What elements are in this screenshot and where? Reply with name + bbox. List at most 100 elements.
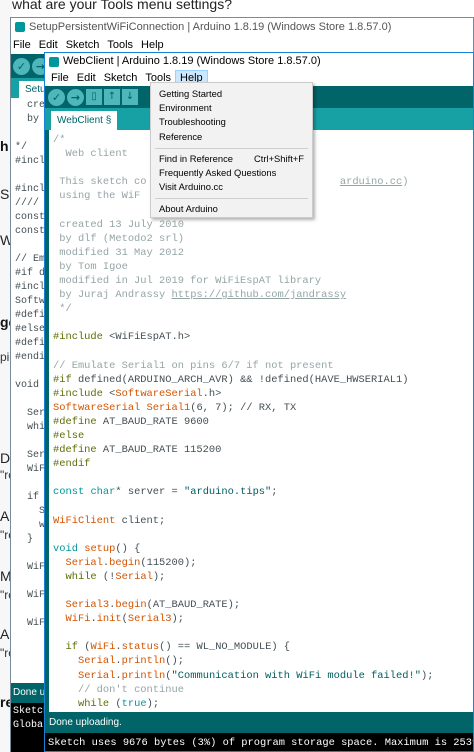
code-line: const — [15, 212, 46, 223]
code-token: WiFi — [90, 641, 116, 654]
page-sidebar — [0, 0, 12, 752]
menu-edit[interactable]: Edit — [76, 72, 96, 84]
console-output: Sketch uses 9676 bytes (3%) of program s… — [45, 733, 473, 751]
code-line: #else — [53, 429, 433, 443]
code-line: /* — [53, 133, 433, 147]
menu-tools[interactable]: Tools — [145, 72, 172, 84]
menu-sketch[interactable]: Sketch — [65, 39, 100, 51]
back-window-titlebar[interactable]: SetupPersistentWiFiConnection | Arduino … — [11, 18, 473, 36]
menu-item-label: Visit Arduino.cc — [159, 181, 223, 192]
tab-webclient[interactable]: WebClient § — [51, 111, 118, 130]
menu-item-troubleshooting[interactable]: Troubleshooting — [159, 115, 226, 129]
menu-item-reference[interactable]: Reference — [159, 130, 202, 144]
bg-fragment: Di — [0, 450, 14, 466]
menu-item-label: Getting Started — [159, 88, 223, 99]
question-text: what are your Tools menu settings? — [12, 0, 232, 12]
code-line: while (true); — [53, 697, 433, 711]
menu-file[interactable]: File — [51, 72, 69, 84]
menu-edit[interactable]: Edit — [38, 39, 58, 51]
menu-item-find-in-reference[interactable]: Find in Reference Ctrl+Shift+F — [159, 152, 312, 166]
code-line — [15, 239, 47, 253]
code-token: (! — [96, 570, 116, 583]
editor-gutter — [45, 130, 49, 751]
code-line: Web client — [53, 147, 433, 161]
verify-icon[interactable]: ✓ — [13, 57, 30, 75]
status-bar: Done uploading. — [45, 712, 473, 733]
back-window-status: Done up — [11, 683, 47, 703]
code-line: Ser — [15, 450, 46, 461]
verify-icon[interactable]: ✓ — [48, 88, 65, 106]
code-line: #incl — [15, 282, 46, 293]
code-token: println — [121, 669, 166, 682]
code-line: //// — [15, 198, 40, 209]
code-token — [53, 599, 65, 611]
code-line: WiF — [15, 590, 46, 601]
menu-tools[interactable]: Tools — [107, 39, 134, 51]
code-token: true — [121, 697, 147, 710]
menu-item-faq[interactable]: Frequently Asked Questions — [159, 166, 276, 180]
code-token: created 13 July 2010 — [53, 218, 184, 231]
window-titlebar[interactable]: WebClient | Arduino 1.8.19 (Windows Stor… — [45, 53, 473, 70]
code-token: * server = — [115, 486, 184, 499]
menu-sketch[interactable]: Sketch — [103, 72, 138, 84]
code-token: defined(ARDUINO_ARCH_AVR) && !defined(HA… — [77, 373, 409, 386]
code-line: using the WiF — [53, 189, 433, 203]
code-token: (6, 7); // RX, TX — [190, 401, 297, 414]
code-token: #include — [53, 387, 110, 400]
code-token: // don't continue — [77, 683, 184, 696]
code-line: #defi — [15, 310, 46, 321]
menu-item-visit-arduino[interactable]: Visit Arduino.cc — [159, 180, 223, 194]
code-line: if (WiFi.status() == WL_NO_MODULE) { — [53, 640, 433, 654]
code-line: S — [15, 506, 46, 517]
code-token: Serial — [115, 570, 153, 583]
menu-item-shortcut: Ctrl+Shift+F — [253, 153, 304, 164]
menu-item-getting-started[interactable]: Getting Started — [159, 87, 222, 101]
code-line: whi — [15, 422, 46, 433]
code-token: #endif — [53, 458, 91, 471]
code-line: #incl — [15, 156, 46, 167]
webclient-window[interactable]: WebClient | Arduino 1.8.19 (Windows Stor… — [44, 52, 474, 752]
code-token: ); — [146, 697, 160, 710]
code-line — [15, 547, 47, 561]
back-window-title: SetupPersistentWiFiConnection | Arduino … — [29, 21, 392, 33]
code-token: char — [90, 486, 116, 499]
code-token: arduino.cc — [339, 176, 403, 189]
code-editor[interactable]: /* Web client This sketch co arduino.cc)… — [45, 130, 473, 751]
menu-file[interactable]: File — [13, 39, 31, 51]
code-line: Serial.println("Communication with WiFi … — [53, 669, 433, 683]
code-line — [53, 316, 433, 330]
code-token — [53, 613, 65, 625]
code-line: by dlf (Metodo2 srl) — [53, 232, 433, 246]
code-line: SoftwareSerial Serial1(6, 7); // RX, TX — [53, 401, 433, 415]
code-line: #if d — [15, 268, 46, 279]
menu-separator — [155, 198, 308, 199]
code-token: by dlf (Metodo2 srl) — [53, 232, 184, 245]
code-token: WiFi — [65, 613, 91, 626]
menu-help[interactable]: Help — [141, 39, 164, 51]
upload-icon[interactable]: → — [67, 88, 84, 106]
code-token: if — [65, 641, 78, 654]
open-icon[interactable]: ↑ — [104, 89, 120, 105]
code-token — [53, 698, 78, 710]
code-token: "arduino.tips" — [183, 486, 272, 499]
code-token: https://github.com/jandrassy — [171, 289, 347, 302]
code-token: . — [115, 655, 122, 668]
code-line: if — [15, 492, 40, 503]
code-token: . — [115, 641, 122, 654]
code-token: /* — [53, 134, 66, 146]
menu-item-environment[interactable]: Environment — [159, 101, 212, 115]
menu-separator — [155, 148, 308, 149]
code-token: ( — [77, 641, 91, 654]
code-token: ); — [152, 570, 166, 583]
menu-item-about-arduino[interactable]: About Arduino — [159, 202, 218, 216]
bg-fragment: Sl — [0, 186, 13, 202]
code-line — [15, 477, 47, 491]
save-icon[interactable]: ↓ — [122, 89, 138, 105]
code-token: Serial3 — [65, 599, 110, 612]
code-line: #else — [15, 324, 46, 335]
help-menu-dropdown: Getting Started Environment Troubleshoot… — [150, 82, 313, 218]
code-token: AT_BAUD_RATE 9600 — [102, 415, 209, 428]
new-icon[interactable]: ▯ — [86, 89, 102, 105]
code-token: "Communication with WiFi module failed!" — [171, 669, 421, 682]
code-line: #define AT_BAUD_RATE 9600 — [53, 415, 433, 429]
